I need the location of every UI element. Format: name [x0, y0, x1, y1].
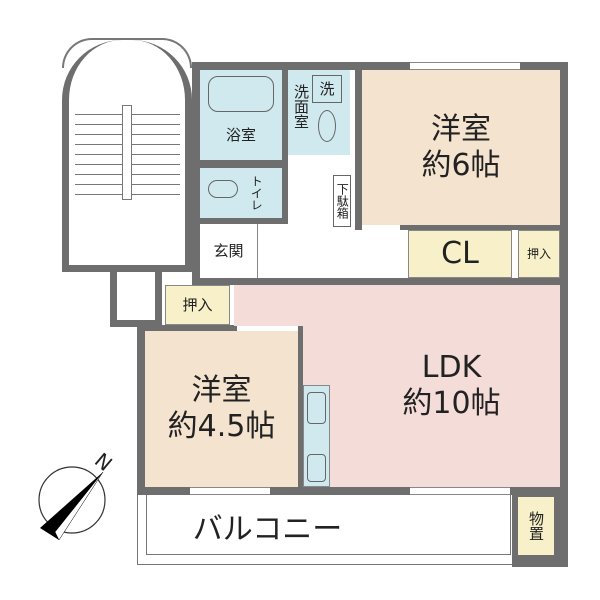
- kitchen-sink-icon: [307, 392, 326, 424]
- oshiire-right: 押入: [518, 230, 560, 278]
- bathtub-icon: [208, 76, 274, 112]
- room-size: 約10帖: [402, 386, 501, 421]
- balcony-label: バルコニー: [192, 511, 343, 547]
- shoe-box-label: 下駄箱: [335, 183, 350, 219]
- room-size: 約4.5帖: [167, 409, 276, 444]
- wall-ldk: [298, 326, 303, 491]
- bedroom-4-5jo: 洋室 約4.5帖: [145, 331, 298, 487]
- oshiire-label: 押入: [182, 296, 213, 314]
- stairwell-top: [62, 38, 192, 68]
- ldk: LDK 約10帖: [303, 285, 560, 487]
- storage-label: 物置: [527, 511, 545, 541]
- wall-left-lower: [137, 325, 145, 495]
- wall: [137, 325, 237, 331]
- wall-cl: [400, 225, 568, 230]
- stair-lower-box: [110, 272, 162, 327]
- stove-icon: [307, 454, 326, 482]
- balcony: バルコニー: [137, 495, 518, 565]
- wall-bottom: [137, 487, 568, 495]
- storage[interactable]: 物置: [518, 497, 554, 555]
- washer: 洗: [312, 75, 342, 103]
- washroom-label: 洗面室: [292, 84, 310, 129]
- wall-right: [560, 62, 568, 567]
- toilet: トイレ: [200, 168, 282, 218]
- oshiire-left: 押入: [165, 285, 230, 325]
- washer-label: 洗: [319, 80, 335, 98]
- bathroom: 浴室: [200, 70, 282, 160]
- shoe-box: 下駄箱: [333, 175, 351, 227]
- wall: [200, 160, 282, 168]
- toilet-icon: [208, 180, 238, 198]
- toilet-label: トイレ: [249, 175, 264, 211]
- bedroom-6jo: 洋室 約6帖: [362, 70, 560, 225]
- sink-icon: [318, 110, 336, 142]
- stair-rail: [122, 105, 132, 200]
- room-name: 洋室: [191, 373, 252, 408]
- wall-bedroom-a: [355, 62, 362, 230]
- entrance-label[interactable]: 玄関: [213, 242, 244, 260]
- window: [410, 62, 520, 70]
- window: [190, 487, 270, 495]
- closet: CL: [408, 230, 512, 278]
- entrance: 玄関: [200, 224, 258, 278]
- washroom: 洗面室 洗: [288, 70, 350, 155]
- wall-top: [192, 62, 568, 70]
- room-size: 約6帖: [421, 147, 501, 183]
- room-name: 洋室: [431, 111, 491, 147]
- oshiire-label: 押入: [526, 246, 551, 261]
- bath-label: 浴室: [225, 126, 256, 144]
- compass-icon: [38, 466, 106, 541]
- wall-mid: [192, 278, 568, 285]
- room-name: LDK: [421, 350, 482, 385]
- wall: [192, 218, 288, 224]
- kitchen-counter: [303, 385, 330, 487]
- wall-bath: [282, 70, 288, 220]
- closet-label: CL: [441, 236, 479, 271]
- window: [410, 487, 510, 495]
- wall-left-upper: [192, 62, 200, 284]
